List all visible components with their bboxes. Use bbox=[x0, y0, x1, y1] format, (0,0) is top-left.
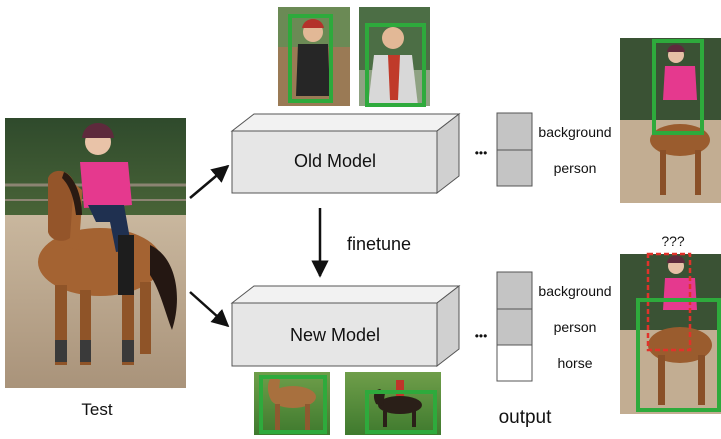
old-model-box bbox=[230, 112, 461, 195]
uncertain-label: ??? bbox=[661, 233, 685, 249]
new-sample-image-1 bbox=[254, 372, 330, 435]
old-result-image bbox=[620, 38, 721, 203]
old-sample-image-2 bbox=[359, 7, 430, 107]
new-output-stack bbox=[496, 271, 533, 382]
test-image bbox=[5, 118, 186, 388]
arrow-test-to-new bbox=[189, 291, 230, 328]
old-output-cell-background bbox=[496, 112, 533, 151]
new-output-label-person: person bbox=[554, 319, 597, 335]
new-output-label-horse: horse bbox=[557, 355, 592, 371]
old-output-label-person: person bbox=[554, 160, 597, 176]
old-output-label-background: background bbox=[538, 124, 611, 140]
new-output-cell-horse bbox=[496, 344, 533, 382]
new-output-label-background: background bbox=[538, 283, 611, 299]
test-label: Test bbox=[81, 400, 112, 419]
finetune-label: finetune bbox=[347, 234, 411, 254]
old-sample-image-1 bbox=[278, 7, 350, 106]
new-output-cell-background bbox=[496, 271, 533, 310]
new-result-image bbox=[620, 252, 721, 414]
new-output-cell-person bbox=[496, 308, 533, 346]
output-label: output bbox=[499, 407, 553, 428]
old-model-label: Old Model bbox=[294, 151, 376, 171]
new-model-label: New Model bbox=[290, 325, 380, 345]
new-ellipsis: ••• bbox=[475, 329, 488, 343]
arrow-test-to-old bbox=[189, 164, 230, 199]
new-model-box bbox=[230, 284, 461, 368]
new-sample-image-2 bbox=[345, 372, 441, 435]
old-output-cell-person bbox=[496, 149, 533, 187]
old-ellipsis: ••• bbox=[475, 146, 488, 160]
old-output-stack bbox=[496, 112, 533, 187]
